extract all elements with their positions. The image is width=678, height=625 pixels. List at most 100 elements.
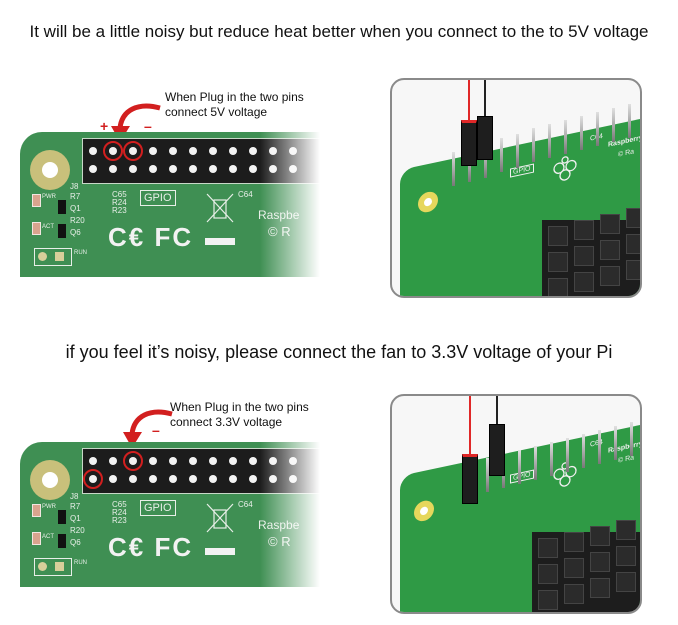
gpio-pin — [229, 457, 237, 465]
gpio-pin — [229, 165, 237, 173]
gpio-pin — [109, 475, 117, 483]
silk-r24: R24 — [112, 198, 127, 207]
heatsink-fin — [538, 564, 558, 584]
silk-r24: R24 — [112, 508, 127, 517]
curved-arrow-icon — [123, 409, 173, 448]
header-pin — [580, 116, 583, 150]
gpio-pin — [109, 457, 117, 465]
photo-5v-connection: GPIO C64 Raspberry © Ra — [390, 78, 642, 298]
header-pin — [452, 152, 455, 186]
silk-r7: R7 — [70, 502, 81, 511]
silk-r7: R7 — [70, 192, 81, 201]
heatsink-fin — [574, 272, 594, 292]
gpio-pin — [229, 147, 237, 155]
run-pads — [34, 248, 72, 266]
silk-r23: R23 — [112, 206, 127, 215]
callout-line1: When Plug in the two pins — [165, 90, 304, 104]
heatsink-fin — [574, 246, 594, 266]
header-pin — [598, 430, 601, 464]
gpio-pin — [189, 165, 197, 173]
heatsink-fin — [600, 266, 620, 286]
minus-sign: – — [144, 118, 152, 134]
minus-sign: – — [152, 422, 160, 438]
heatsink-fin — [590, 552, 610, 572]
callout-3v3: When Plug in the two pins connect 3.3V v… — [170, 400, 309, 430]
red-wire — [469, 396, 471, 456]
silk-r23: R23 — [112, 516, 127, 525]
gpio-pin — [209, 165, 217, 173]
header-pin — [566, 438, 569, 472]
silk-q1: Q1 — [70, 204, 81, 213]
act-led — [32, 532, 41, 545]
heatsink-fin — [564, 532, 584, 552]
silk-act: ACT — [42, 534, 54, 540]
gpio-pin — [229, 475, 237, 483]
heatsink-fin — [564, 584, 584, 604]
silk-pwr: PWR — [42, 504, 56, 510]
highlight-circle-3v3 — [83, 469, 103, 489]
gpio-pin — [189, 457, 197, 465]
header-pin — [630, 422, 633, 456]
silk-bar — [205, 238, 235, 245]
gpio-pin — [189, 475, 197, 483]
header-pin — [500, 138, 503, 172]
silk-run: RUN — [74, 250, 87, 256]
heatsink-fin — [574, 220, 594, 240]
heatsink-fin — [590, 578, 610, 598]
gpio-pin — [149, 475, 157, 483]
gpio-pin — [149, 165, 157, 173]
heatsink-fin — [548, 226, 568, 246]
run-pads — [34, 558, 72, 576]
header-pin — [486, 458, 489, 492]
raspberry-logo-icon — [553, 156, 577, 181]
gpio-pin — [169, 457, 177, 465]
gpio-label: GPIO — [140, 190, 176, 206]
gpio-label: GPIO — [140, 500, 176, 516]
silk-q6: Q6 — [70, 538, 81, 547]
heatsink-fin — [626, 208, 640, 228]
pwr-led — [32, 194, 41, 207]
gpio-pin — [169, 165, 177, 173]
silk-j8: J8 — [70, 492, 79, 501]
silk-c65: C65 — [112, 190, 127, 199]
silk-q6: Q6 — [70, 228, 81, 237]
photo-gpio-label: GPIO — [510, 469, 534, 484]
heatsink-fin — [626, 234, 640, 254]
gpio-pin — [149, 457, 157, 465]
gpio-pin — [129, 475, 137, 483]
pcb-photo: GPIO C64 Raspberry © Ra — [400, 106, 640, 296]
silk-act: ACT — [42, 224, 54, 230]
gpio-pin — [89, 147, 97, 155]
header-pin — [614, 426, 617, 460]
gpio-pin — [169, 475, 177, 483]
silk-pwr: PWR — [42, 194, 56, 200]
heading-3v3: if you feel it’s noisy, please connect t… — [65, 342, 613, 362]
silk-c65: C65 — [112, 500, 127, 509]
silk-c64: C64 — [238, 500, 253, 509]
header-pin — [518, 450, 521, 484]
gpio-pin — [249, 147, 257, 155]
diagram-5v: When Plug in the two pins connect 5V vol… — [20, 82, 340, 282]
silk-r20: R20 — [70, 216, 85, 225]
ce-fcc-mark: C€ FC — [108, 532, 194, 562]
pwr-led — [32, 504, 41, 517]
callout-5v: When Plug in the two pins connect 5V vol… — [165, 90, 304, 120]
pi-board-diagram: J8 PWR ACT R7 Q1 R20 Q6 C65 R24 R23 GPIO… — [20, 442, 320, 587]
gpio-pin — [209, 147, 217, 155]
heatsink-fin — [564, 558, 584, 578]
fan-plug-red — [462, 454, 478, 504]
silk-run: RUN — [74, 560, 87, 566]
pi-board-diagram: J8 PWR ACT R7 Q1 R20 Q6 C65 R24 R23 GPIO… — [20, 132, 320, 277]
heatsink-fin — [548, 252, 568, 272]
header-pin — [550, 442, 553, 476]
act-led — [32, 222, 41, 235]
heatsink-fin — [548, 278, 568, 296]
gpio-pin — [89, 165, 97, 173]
highlight-circle-5v — [103, 141, 123, 161]
gpio-pin — [169, 147, 177, 155]
raspberry-logo-icon — [553, 462, 577, 487]
fade-overlay — [260, 132, 320, 277]
gpio-pin — [209, 457, 217, 465]
fade-overlay — [260, 442, 320, 587]
heatsink — [532, 520, 640, 612]
